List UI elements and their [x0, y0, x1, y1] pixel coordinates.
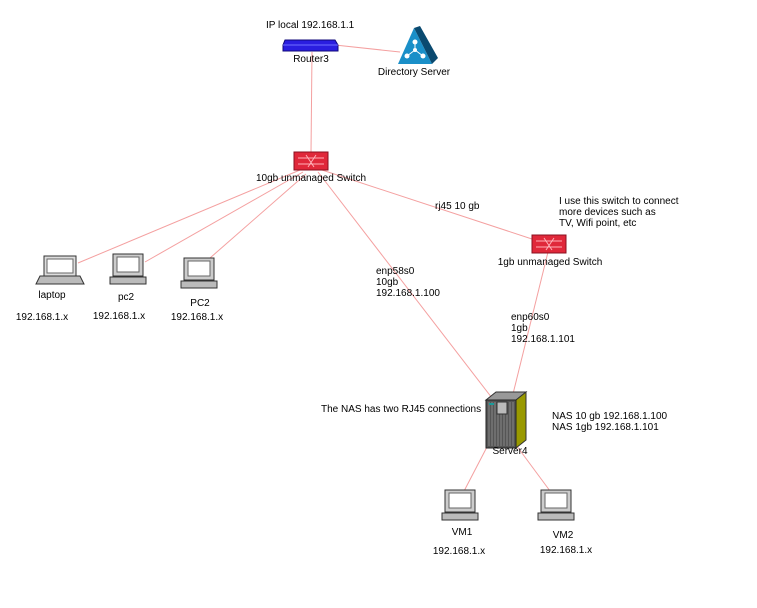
directory-server-icon[interactable] — [398, 26, 438, 64]
server-ip-1gb: NAS 1gb 192.168.1.101 — [552, 422, 659, 433]
link-server-vm1[interactable] — [461, 444, 489, 496]
link10-speed: 10gb — [376, 277, 399, 288]
router-label: Router3 — [293, 54, 329, 65]
link1-iface: enp60s0 — [511, 312, 550, 323]
PC2-ip: 192.168.1.x — [170, 312, 224, 323]
link-switch10-pc2[interactable] — [144, 171, 304, 263]
server-note: The NAS has two RJ45 connections — [321, 404, 482, 415]
vm2-ip: 192.168.1.x — [539, 545, 593, 556]
switch1-note-3: TV, Wifi point, etc — [559, 218, 637, 229]
link1-speed: 1gb — [511, 323, 528, 334]
server-ip-10gb: NAS 10 gb 192.168.1.100 — [552, 411, 668, 422]
link-router-directory[interactable] — [334, 44, 401, 53]
pc2-ip: 192.168.1.x — [92, 311, 146, 322]
router-icon[interactable] — [282, 39, 339, 52]
directory-label: Directory Server — [377, 67, 451, 78]
link-label-rj45: rj45 10 gb — [435, 201, 480, 212]
switch1-label: 1gb unmanaged Switch — [497, 257, 603, 268]
link1-ip: 192.168.1.101 — [511, 334, 575, 345]
laptop-icon[interactable] — [35, 255, 85, 285]
switch1-note-1: I use this switch to connect — [559, 196, 679, 207]
switch10-label: 10gb unmanaged Switch — [255, 173, 367, 184]
vm1-label: VM1 — [451, 527, 473, 538]
link10-iface: enp58s0 — [376, 266, 415, 277]
link-switch1-server[interactable] — [511, 251, 549, 399]
link10-ip: 192.168.1.100 — [376, 288, 440, 299]
server-label: Server4 — [492, 446, 528, 457]
laptop-ip: 192.168.1.x — [15, 312, 69, 323]
switch1-icon[interactable] — [531, 234, 567, 254]
laptop-label: laptop — [38, 290, 66, 301]
router-ip-note: IP local 192.168.1.1 — [266, 20, 355, 31]
vm2-label: VM2 — [552, 530, 574, 541]
pc2-icon[interactable] — [109, 253, 147, 285]
PC2-icon[interactable] — [180, 257, 218, 289]
vm1-ip: 192.168.1.x — [432, 546, 486, 557]
pc2-label: pc2 — [117, 292, 135, 303]
switch1-note-2: more devices such as — [559, 207, 656, 218]
switch10-icon[interactable] — [293, 151, 329, 171]
vm2-icon[interactable] — [537, 489, 575, 521]
PC2-label: PC2 — [190, 298, 210, 309]
link-switch10-switch1[interactable] — [321, 169, 536, 241]
link-router-switch10[interactable] — [310, 51, 313, 154]
link-switch10-server[interactable] — [317, 171, 493, 399]
link-switch10-laptop[interactable] — [77, 169, 301, 264]
link-switch10-PC2[interactable] — [209, 173, 307, 259]
link-server-vm2[interactable] — [515, 444, 554, 496]
server-icon[interactable] — [484, 390, 528, 450]
vm1-icon[interactable] — [441, 489, 479, 521]
